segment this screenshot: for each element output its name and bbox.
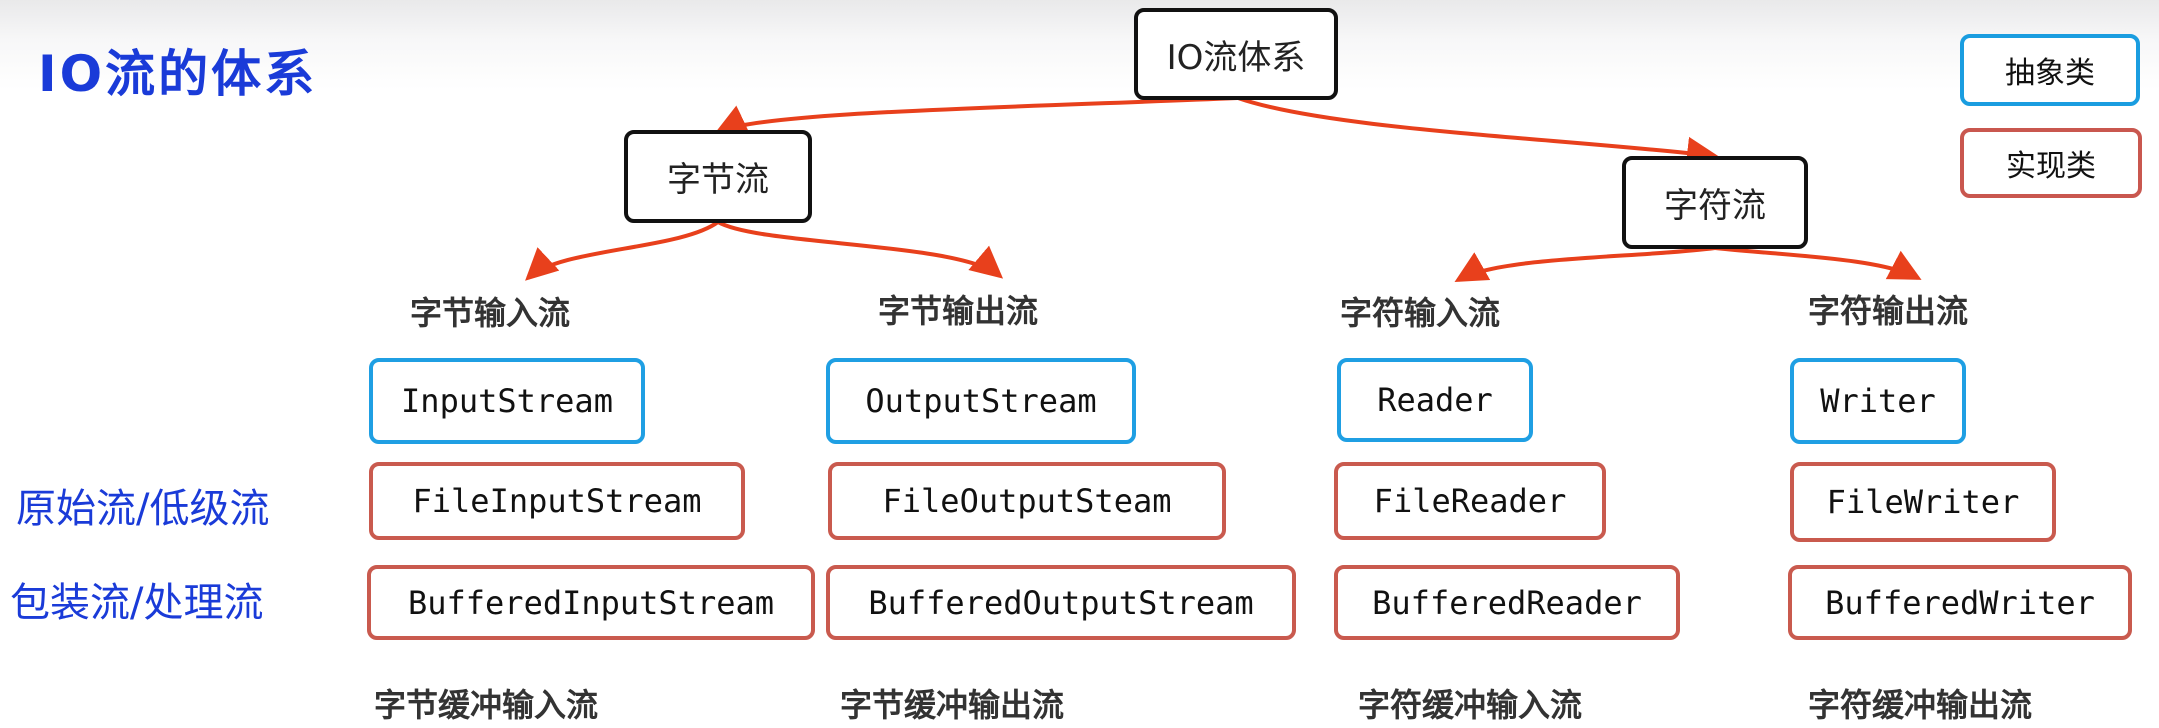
diagram-title: IO流的体系 [38, 45, 318, 103]
class-reader: Reader [1337, 358, 1533, 442]
arrow-byte-to-output [717, 220, 1004, 279]
arrow-byte-to-input [525, 220, 720, 281]
class-outputstream: OutputStream [826, 358, 1136, 444]
legend-implementation-class: 实现类 [1960, 128, 2142, 198]
arrow-char-to-output [1714, 246, 1922, 280]
class-bufferedreader: BufferedReader [1334, 565, 1680, 640]
arrow-root-to-byte [714, 96, 1239, 135]
class-writer: Writer [1790, 358, 1966, 444]
category-char-output: 字符输出流 [1808, 292, 1969, 330]
class-bufferedinputstream: BufferedInputStream [367, 565, 815, 640]
category-byte-output: 字节输出流 [878, 292, 1039, 330]
class-bufferedoutputstream: BufferedOutputStream [826, 565, 1296, 640]
bottom-label-byte-buffered-input: 字节缓冲输入流 [374, 686, 599, 724]
category-char-input: 字符输入流 [1340, 294, 1501, 332]
class-filewriter: FileWriter [1790, 462, 2056, 542]
class-inputstream: InputStream [369, 358, 645, 444]
class-bufferedwriter: BufferedWriter [1788, 565, 2132, 640]
class-fileoutputsteam: FileOutputSteam [828, 462, 1226, 540]
legend-abstract-class: 抽象类 [1960, 34, 2140, 106]
char-stream-node: 字符流 [1622, 156, 1808, 249]
byte-stream-node: 字节流 [624, 130, 812, 223]
arrow-char-to-input [1454, 246, 1716, 282]
class-fileinputstream: FileInputStream [369, 462, 745, 540]
root-node: IO流体系 [1134, 8, 1338, 100]
bottom-label-char-buffered-input: 字符缓冲输入流 [1358, 686, 1583, 724]
class-filereader: FileReader [1334, 462, 1606, 540]
bottom-label-byte-buffered-output: 字节缓冲输出流 [840, 686, 1065, 724]
bottom-label-char-buffered-output: 字符缓冲输出流 [1808, 686, 2033, 724]
side-label-wrapper-streams: 包装流/处理流 [10, 580, 264, 626]
category-byte-input: 字节输入流 [410, 294, 571, 332]
arrow-root-to-char [1237, 96, 1719, 169]
side-label-primitive-streams: 原始流/低级流 [16, 486, 270, 532]
